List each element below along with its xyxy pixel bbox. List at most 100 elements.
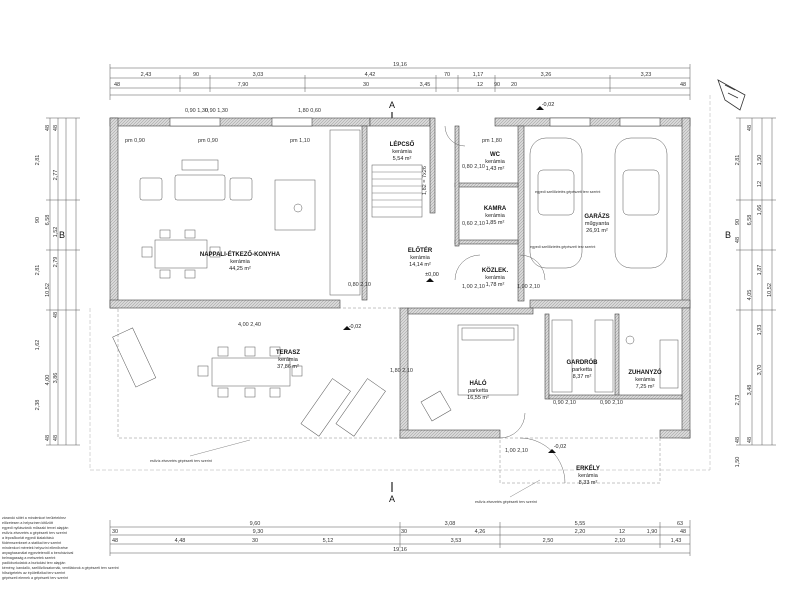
dim-left-16: 48 [45,435,51,441]
dim-left-9: 2,81 [35,265,41,276]
note-erkely-drain: esővíz-elvezetés gépészeti terv szerint [475,500,537,504]
dim-bottom3-1: 4,48 [175,538,186,544]
room-floor-kozlek: kerámia [485,275,506,281]
dim-bottom1-1: 3,08 [445,521,456,527]
furniture [112,129,679,437]
room-terasz: TERASZ kerámia 37,86 m² -0,02 [276,324,361,370]
opening-halo-win: 1,80 2,10 [390,368,413,374]
room-lepcso: LÉPCSŐ kerámia 5,54 m² [390,140,415,162]
room-floor-zuhanyzo: kerámia [635,377,656,383]
dim-left-15: 48 [53,435,59,441]
dim-left-11: 1,62 [35,340,41,351]
room-name-kozlek: KÖZLEK. [482,267,509,274]
legend-line-6: mindenkori méretek helyszíni ellenőrzése [2,546,68,550]
compass-icon [717,79,746,111]
level-eloter: ±0,00 [425,272,439,278]
dim-right-6: 6,58 [747,215,753,226]
dim-top3-6: 20 [511,82,517,88]
dim-bottom3-5: 2,50 [543,538,554,544]
dim-right-13: 1,93 [757,325,763,336]
dim-left-2: 2,81 [35,155,41,166]
dim-bottom2-1: 9,30 [253,529,264,535]
dim-top2-4: 70 [444,72,450,78]
dim-bottom3-0: 48 [112,538,118,544]
dim-top2-1: 90 [193,72,199,78]
room-floor-erkely: kerámia [578,473,599,479]
room-area-garazs: 26,91 m² [586,228,608,234]
opening-d3: 1,00 2,10 [462,284,485,290]
section-mark-b-left: B [59,230,65,240]
dim-top3-5: 90 [494,82,500,88]
dim-top3-3: 3,45 [420,82,431,88]
level-garazs: -0,02 [542,102,555,108]
dim-bottom3-7: 1,43 [671,538,682,544]
dim-top-overall: 19,16 [393,62,407,68]
room-area-halo: 16,55 m² [467,395,489,401]
dim-right: 48 2,81 1,50 12 1,66 10,52 6,58 48 1,87 … [735,125,773,467]
room-area-erkely: 8,33 m² [579,480,598,486]
room-area-terasz: 37,86 m² [277,364,299,370]
dim-left-3: 2,77 [53,170,59,181]
room-floor-wc: kerámia [485,159,506,165]
level-erkely: -0,02 [554,444,567,450]
legend-line-8: belmagasság a metszetek szerint [2,556,55,560]
room-area-wc: 1,43 m² [486,166,505,172]
dim-bottom3-4: 3,53 [451,538,462,544]
room-name-eloter: ELŐTÉR [408,246,433,254]
room-kozlek: KÖZLEK. kerámia 1,78 m² [482,267,509,288]
note-garage-vent: egyedi szellőztetés gépészeti terv szeri… [535,190,600,194]
legend-line-1: előzetesen a helyszínen kitűzött [2,521,53,525]
dim-left-14: 3,86 [53,373,59,384]
dim-bottom2-5: 12 [619,529,625,535]
room-name-wc: WC [490,152,501,158]
room-floor-terasz: kerámia [278,357,299,363]
dim-bottom1-0: 9,60 [250,521,261,527]
room-kamra: KAMRA kerámia 1,85 m² [484,206,507,226]
legend-line-9: padlóburkolatok a burkolási terv alapján [2,561,65,565]
left-dimension-chains [46,117,80,446]
dim-bottom3-6: 2,10 [615,538,626,544]
balcony-area [499,437,661,484]
room-area-zuhanyzo: 7,25 m² [636,384,655,390]
legend-line-12: gépészeti elemek a gépészeti terv szerin… [2,576,68,580]
legend-line-4: a lépcsőkorlát egyedi kialakítású [2,536,54,540]
dim-bottom2-4: 2,20 [575,529,586,535]
dim-top2-2: 3,03 [253,72,264,78]
dim-bottom2-2: 30 [401,529,407,535]
room-area-nappali: 44,25 m² [229,266,251,272]
dim-right-0: 48 [747,125,753,131]
dim-right-8: 1,87 [757,265,763,276]
dim-bottom2-7: 48 [680,529,686,535]
room-area-eloter: 14,14 m² [409,262,431,268]
dim-top2-0: 2,43 [141,72,152,78]
room-erkely: ERKÉLY kerámia 8,33 m² -0,02 [554,444,600,486]
dim-right-14: 4,05 [747,290,753,301]
leader-terasz [189,439,251,457]
note-kamra-vent: egyedi szellőztetés gépészeti terv szeri… [530,245,595,249]
dim-right-16: 48 [735,437,741,443]
terrace-area [117,307,401,439]
leader-erkely [509,479,541,498]
opening-n2: 0,90 1,30 [205,108,228,114]
legend-line-5: födémszerkezet a statikai terv szerint [2,541,61,545]
opening-pm1: pm 0,90 [125,138,145,144]
dim-top2-7: 3,23 [641,72,652,78]
dim-left-4: 90 [35,217,41,223]
dim-bottom2-3: 4,26 [475,529,486,535]
room-floor-kamra: kerámia [485,213,506,219]
dim-right-12: 3,48 [747,385,753,396]
opening-pm2: pm 0,90 [198,138,218,144]
section-mark-a-top: A [389,100,395,110]
room-gardrob: GARDRÓB parketta 8,37 m² [567,358,599,380]
dim-right-2: 1,50 [757,155,763,166]
dim-top3-4: 12 [477,82,483,88]
dim-top3-1: 7,90 [238,82,249,88]
dim-left-8: 10,52 [45,283,51,297]
legend-line-11: hőszigetelés az épületfizikai terv szeri… [2,571,65,575]
legend-line-0: zárandó sötét a mindenkori területekhez [2,516,66,520]
room-area-kamra: 1,85 m² [486,220,505,226]
dim-left-10: 48 [53,312,59,318]
room-name-terasz: TERASZ [276,350,300,356]
opening-d2: 0,60 2,10 [462,221,485,227]
